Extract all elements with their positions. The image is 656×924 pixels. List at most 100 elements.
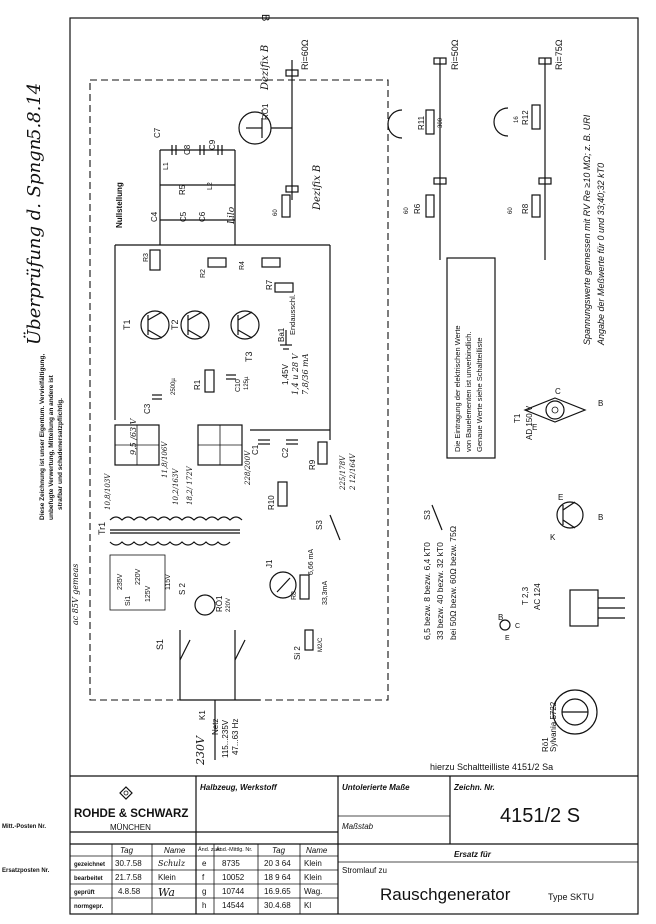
svg-text:C6: C6 — [198, 211, 207, 222]
svg-text:16: 16 — [514, 116, 520, 123]
svg-text:C8: C8 — [183, 144, 192, 155]
svg-text:S1: S1 — [155, 639, 165, 650]
svg-text:L1: L1 — [163, 162, 170, 170]
svg-text:C5: C5 — [179, 211, 188, 222]
svg-text:S 2: S 2 — [178, 582, 187, 595]
resistor-r1: R1 — [193, 369, 215, 393]
svg-text:125µ: 125µ — [244, 376, 250, 390]
spannung-line-2: Angabe der Meßwerte für 0 und 33;40;32 k… — [596, 163, 606, 346]
svg-text:R9: R9 — [308, 459, 317, 470]
copyright-line-2: unbefugte Verwertung, Mitteilung an ande… — [48, 374, 55, 520]
kto-line-2: 33 bezw. 40 bezw. 32 kT0 — [435, 542, 445, 640]
svg-text:J1: J1 — [265, 559, 274, 568]
svg-text:2500µ: 2500µ — [171, 378, 177, 395]
svg-text:225/178V: 225/178V — [339, 455, 347, 491]
svg-text:Klein: Klein — [304, 859, 322, 868]
lilo-note: Lilo — [227, 206, 237, 225]
svg-text:C7: C7 — [153, 127, 162, 138]
checked-note: Überprüfung d. Spngn — [22, 139, 45, 345]
svg-text:B: B — [598, 513, 603, 522]
svg-text:E: E — [532, 423, 537, 432]
svg-text:1,45V: 1,45V — [281, 363, 290, 385]
svg-text:Name: Name — [306, 846, 328, 855]
meter-j1: J1 R8 6,66 mA 33,3mA — [265, 549, 329, 605]
ri-50-label: Ri=50Ω — [450, 39, 460, 70]
svg-text:K1: K1 — [198, 710, 207, 720]
svg-text:Änd. zust.: Änd. zust. — [198, 846, 223, 853]
svg-text:Schulz: Schulz — [158, 859, 186, 868]
company-name: ROHDE & SCHWARZ — [74, 808, 188, 820]
title-block: ROHDE & SCHWARZ MÜNCHEN Halbzeug, Werkst… — [70, 775, 638, 914]
svg-text:16.9.65: 16.9.65 — [264, 887, 291, 896]
svg-text:Zeichn. Nr.: Zeichn. Nr. — [453, 783, 495, 792]
svg-text:B: B — [598, 399, 603, 408]
svg-text:Ersatz für: Ersatz für — [454, 850, 492, 859]
svg-text:1,4 u 28 V: 1,4 u 28 V — [291, 352, 300, 395]
svg-text:230V: 230V — [194, 735, 207, 766]
svg-text:Kl: Kl — [304, 901, 311, 910]
switch-s3: S3 — [315, 514, 341, 541]
checked-date: 5.8.14 — [24, 83, 45, 140]
svg-text:AD 150 V: AD 150 V — [525, 405, 534, 440]
svg-text:S3: S3 — [315, 520, 324, 530]
svg-text:Rö1: Rö1 — [541, 737, 550, 752]
ri-75-label: Ri=75Ω — [554, 39, 564, 70]
svg-text:C4: C4 — [150, 211, 159, 222]
svg-text:Maßstab: Maßstab — [342, 822, 374, 831]
svg-text:C10: C10 — [235, 379, 242, 392]
svg-text:ac 85V gemeas: ac 85V gemeas — [71, 564, 80, 625]
note-box-line-1: Die Eintragung der elektrischen Werte — [453, 325, 462, 452]
transistor-t23-pinout: B E C T 2,3 AC 124 — [498, 583, 625, 642]
svg-text:L2: L2 — [207, 182, 214, 190]
svg-text:10,8/103V: 10,8/103V — [104, 473, 112, 510]
sheet-border — [69, 17, 639, 915]
note-box — [446, 257, 496, 459]
transistor-t2: T2 — [170, 310, 210, 340]
fuse-si2: Si 2 M2/C — [293, 629, 324, 660]
svg-text:Netz: Netz — [211, 719, 220, 735]
svg-text:M2/C: M2/C — [318, 637, 324, 652]
svg-text:Tag: Tag — [120, 846, 134, 855]
svg-text:228/200V: 228/200V — [244, 450, 252, 486]
svg-text:Sylvania 5722: Sylvania 5722 — [549, 701, 558, 752]
drawing-number: 4151/2 S — [500, 805, 580, 827]
transistor-t3: T3 — [230, 310, 260, 362]
svg-text:Änd.-Mittlg. Nr.: Änd.-Mittlg. Nr. — [216, 846, 253, 853]
svg-text:8735: 8735 — [222, 859, 240, 868]
svg-text:60: 60 — [404, 207, 410, 214]
svg-text:Endausschl.: Endausschl. — [288, 294, 297, 335]
svg-text:Klein: Klein — [304, 873, 322, 882]
svg-text:R4: R4 — [239, 261, 246, 270]
svg-text:S3: S3 — [423, 510, 432, 520]
svg-text:Ersatzposten Nr.: Ersatzposten Nr. — [2, 868, 50, 874]
svg-text:R8: R8 — [521, 203, 530, 214]
kto-switch-s3: S3 — [423, 504, 443, 531]
transformer-tr1: Tr1 — [97, 516, 243, 546]
tube-roe1-label: RÖ1 — [261, 103, 270, 120]
dezifix-mid: Dezifix B — [312, 165, 323, 211]
svg-text:6,66 mA: 6,66 mA — [308, 549, 315, 575]
svg-text:E: E — [558, 493, 563, 502]
svg-text:2 12/164V: 2 12/164V — [349, 453, 357, 491]
hierzu-line: hierzu Schaltteilliste 4151/2 Sa — [430, 762, 553, 772]
note-box-line-2: von Bauelementen ist unverbindlich. — [464, 332, 473, 453]
filter-c1-c2: C1 C2 R9 228/200V 225/178V 2 12/164V — [244, 429, 357, 491]
svg-text:e: e — [202, 859, 207, 868]
svg-text:10052: 10052 — [222, 873, 245, 882]
ri-60-label: Ri=60Ω — [300, 39, 310, 70]
kto-line-1: 6,5 bezw. 8 bezw. 6,4 kT0 — [422, 542, 432, 640]
svg-text:Si1: Si1 — [125, 596, 132, 606]
svg-text:Wag.: Wag. — [304, 887, 322, 896]
svg-text:9,5 /63 V: 9,5 /63 V — [129, 417, 138, 455]
svg-text:47...63 Hz: 47...63 Hz — [231, 719, 240, 755]
transistor-t1: T1 — [122, 310, 170, 340]
svg-text:Stromlauf zu: Stromlauf zu — [342, 866, 387, 875]
svg-text:C1: C1 — [251, 444, 260, 455]
svg-text:geprüft: geprüft — [74, 890, 95, 896]
transistor-t1-pinout: E B C T1 AD 150 V — [513, 387, 603, 440]
svg-text:11,8/106V: 11,8/106V — [161, 441, 169, 478]
capacitor-c10: C10 125µ — [226, 374, 250, 392]
svg-text:T2: T2 — [170, 319, 180, 330]
svg-text:Halbzeug, Werkstoff: Halbzeug, Werkstoff — [200, 783, 278, 792]
svg-text:115V: 115V — [165, 574, 172, 590]
